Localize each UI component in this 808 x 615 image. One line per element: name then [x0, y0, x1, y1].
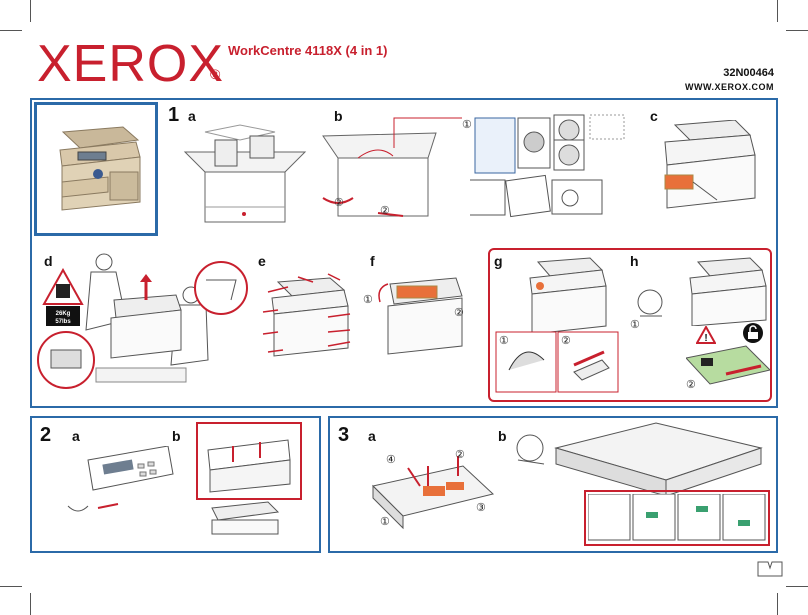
- section-2-panel: [30, 416, 321, 553]
- crop-mark: [777, 593, 778, 615]
- crop-mark: [777, 0, 778, 22]
- product-photo-frame: [34, 102, 158, 236]
- control-panel-overlay: [67, 446, 174, 512]
- step-1c-label: c: [650, 108, 658, 124]
- website: WWW.XEROX.COM: [685, 82, 774, 92]
- person-head-icon: [637, 289, 663, 317]
- step-1d-label: d: [44, 253, 53, 269]
- registered-mark: ®: [210, 66, 221, 82]
- callout: ③: [476, 502, 486, 514]
- printer-icon: [262, 273, 351, 357]
- person-head-icon: [516, 434, 545, 465]
- weight-kg: 26Kg: [56, 311, 71, 317]
- arrow-icon: [393, 117, 462, 148]
- step-1g-label: g: [494, 253, 503, 269]
- section-2-number: 2: [40, 424, 52, 446]
- paper-tray-icon: [554, 422, 763, 497]
- callout: ①: [462, 119, 472, 131]
- step-3a-label: a: [368, 428, 376, 444]
- crop-mark: [0, 30, 22, 31]
- printer-icon: [689, 257, 767, 326]
- accessories-icon: [470, 114, 625, 218]
- crop-mark: [786, 586, 808, 587]
- step-2b-label: b: [172, 428, 181, 444]
- part-number: 32N00464: [723, 67, 774, 79]
- callout: ②: [455, 449, 465, 461]
- caution-icon: !: [696, 326, 716, 344]
- printer-icon: [207, 439, 291, 535]
- callout: ②: [380, 205, 390, 217]
- crop-mark: [786, 30, 808, 31]
- callout: ④: [386, 454, 396, 466]
- callout: ②: [454, 307, 464, 319]
- callout: ②: [334, 197, 344, 209]
- step-1b-label: b: [334, 108, 343, 124]
- svg-text:!: !: [704, 333, 707, 344]
- step-1e-label: e: [258, 253, 266, 269]
- weight-warning-icon: 26Kg 57lbs: [42, 268, 84, 326]
- section-1-panel: [30, 98, 778, 408]
- printer-icon: [378, 277, 463, 355]
- brand-logo: XEROX: [37, 35, 225, 93]
- step-1f-label: f: [370, 253, 375, 269]
- section-3-number: 3: [338, 424, 350, 446]
- step-h-detail: [686, 345, 770, 385]
- box-icon: [183, 124, 307, 223]
- step-1h-label: h: [630, 253, 639, 269]
- section-1-number: 1: [168, 104, 180, 126]
- printer-icon: [59, 126, 141, 211]
- callout: ①: [380, 516, 390, 528]
- callout: ②: [561, 335, 571, 347]
- step-1a-label: a: [188, 108, 196, 124]
- lock-icon: [743, 323, 763, 343]
- callout: ①: [499, 335, 509, 347]
- callout: ②: [686, 379, 696, 391]
- paper-tray-icon: [372, 456, 495, 530]
- crop-mark: [30, 0, 31, 22]
- step-3b-label: b: [498, 428, 507, 444]
- printer-icon: [664, 120, 756, 209]
- weight-lbs: 57lbs: [55, 319, 71, 325]
- box-icon: [322, 132, 437, 217]
- callout: ①: [363, 294, 373, 306]
- page-fold-icon: [757, 561, 783, 577]
- step-3b-detail-frame: [584, 490, 770, 546]
- printer-icon: [529, 257, 607, 335]
- product-title: WorkCentre 4118X (4 in 1): [228, 43, 388, 58]
- crop-mark: [0, 586, 22, 587]
- step-2b-frame: [196, 422, 302, 500]
- step-2a-label: a: [72, 428, 80, 444]
- steps-g-h-frame: [488, 248, 772, 402]
- section-3-panel: [328, 416, 778, 553]
- crop-mark: [30, 593, 31, 615]
- callout: ①: [630, 319, 640, 331]
- step-g-detail: [495, 331, 619, 393]
- tray-guide-steps: [588, 494, 766, 541]
- lifting-illustration: [37, 253, 248, 389]
